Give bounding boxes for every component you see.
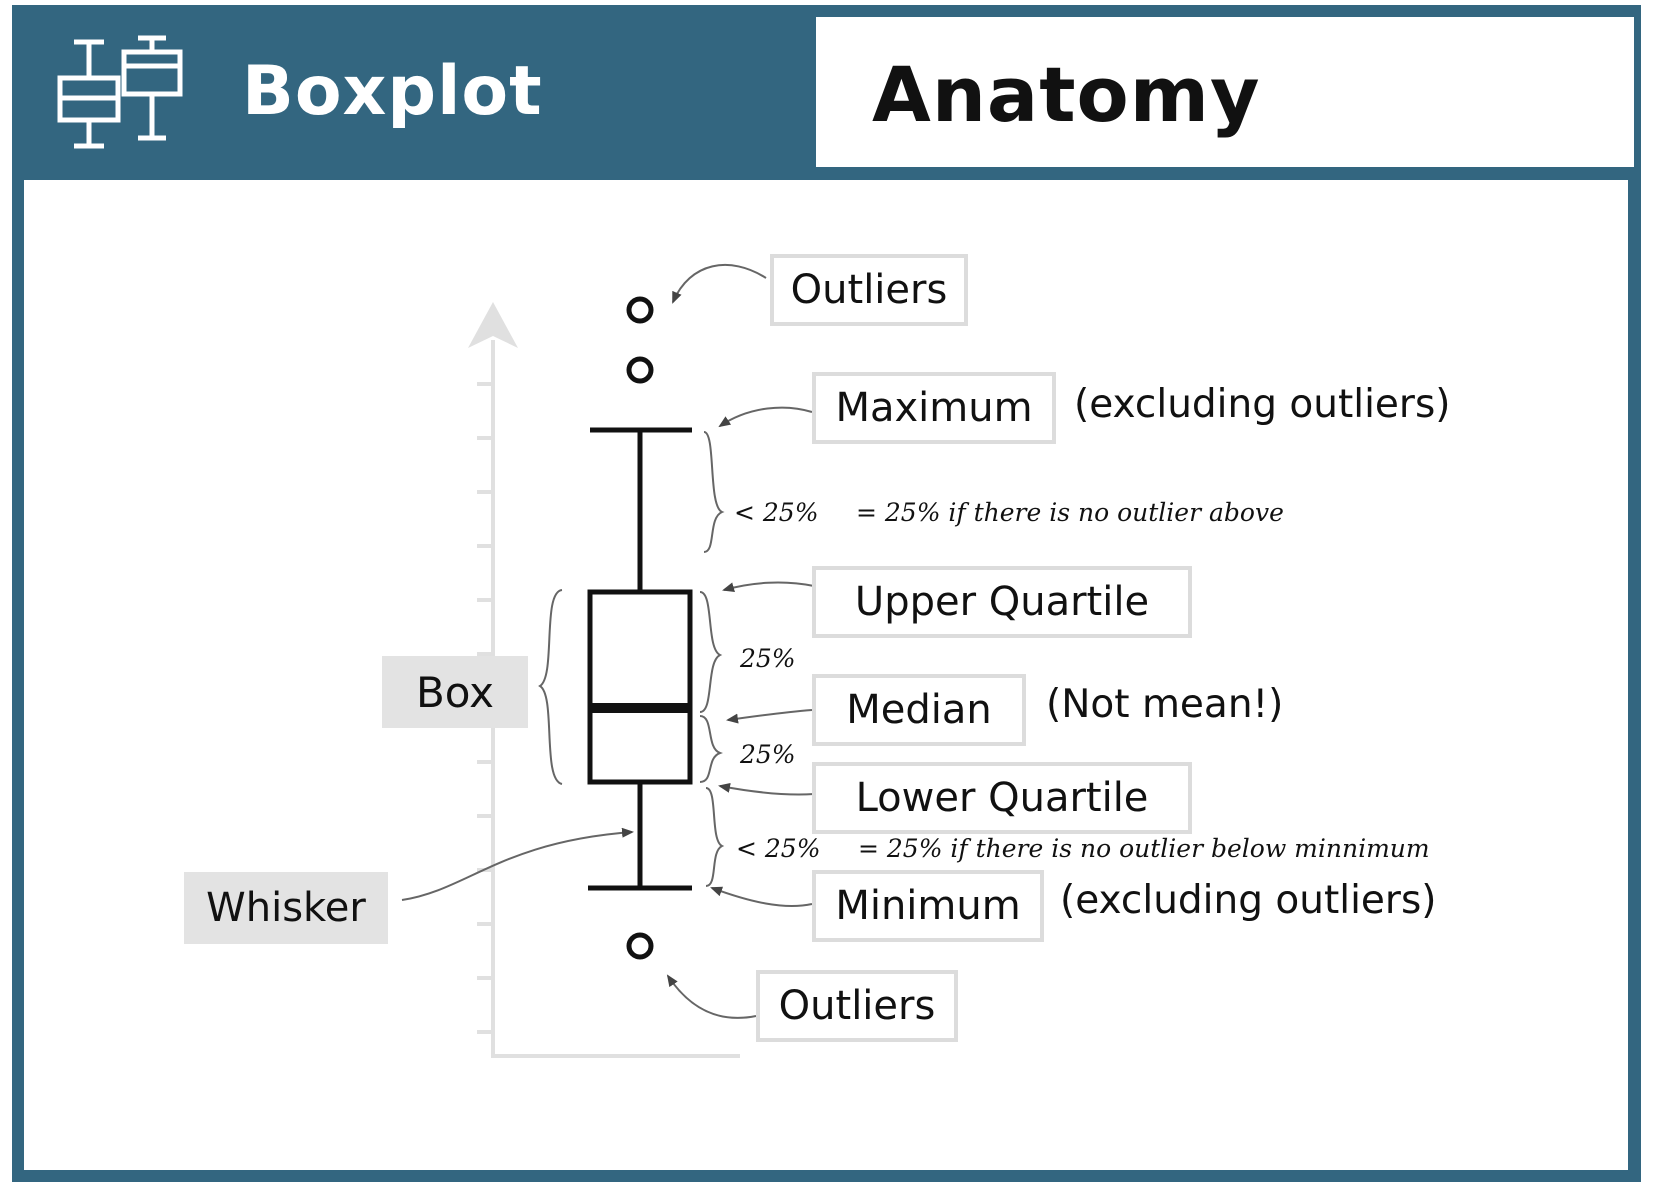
arrow-upper-quartile: [722, 581, 815, 593]
arrow-whisker: [401, 827, 634, 901]
upper-box-brace: [699, 591, 723, 713]
arrow-lower-quartile: [718, 782, 815, 796]
arrow-outliers-bottom: [666, 974, 757, 1019]
app-title: Boxplot: [242, 52, 543, 131]
maximum-label: Maximum: [812, 372, 1056, 444]
upper-quartile-label: Upper Quartile: [812, 566, 1192, 638]
whisker-label: Whisker: [184, 872, 388, 944]
arrow-minimum: [710, 886, 813, 907]
box-brace: [538, 589, 563, 785]
upper-whisker-brace: [703, 431, 725, 553]
outlier-point: [626, 296, 654, 324]
lower-box-brace: [699, 715, 723, 783]
outlier-point: [626, 932, 654, 960]
box-label: Box: [382, 656, 528, 728]
lower-box-pct: 25%: [740, 740, 796, 769]
median-note: (Not mean!): [1046, 682, 1284, 727]
minimum-note: (excluding outliers): [1060, 878, 1437, 923]
upper-whisker-pct-note: = 25% if there is no outlier above: [856, 498, 1284, 527]
lower-whisker-pct: < 25%: [736, 834, 821, 863]
lower-whisker-pct-note: = 25% if there is no outlier below minni…: [858, 834, 1430, 863]
minimum-label: Minimum: [812, 870, 1044, 942]
boxplot-icon: [57, 35, 183, 149]
box-rect: [587, 589, 693, 785]
lower-whisker-brace: [705, 787, 725, 887]
lower-quartile-label: Lower Quartile: [812, 762, 1192, 834]
arrow-median: [726, 709, 813, 724]
outliers-bottom-label: Outliers: [756, 970, 958, 1042]
arrow-outliers-top: [672, 264, 767, 304]
arrow-maximum: [718, 406, 813, 428]
outlier-point: [626, 356, 654, 384]
axis-arrow-head: [468, 302, 518, 348]
section-title: Anatomy: [872, 50, 1261, 139]
median-label: Median: [812, 674, 1026, 746]
maximum-note: (excluding outliers): [1074, 382, 1451, 427]
upper-whisker-pct: < 25%: [734, 498, 819, 527]
outliers-top-label: Outliers: [770, 254, 968, 326]
upper-box-pct: 25%: [740, 644, 796, 673]
header-title-panel: [816, 17, 1634, 167]
